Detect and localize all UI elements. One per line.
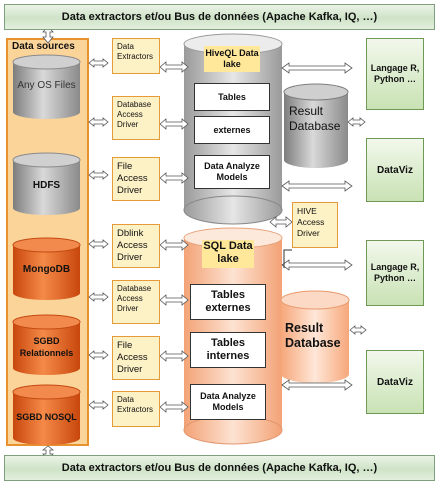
- arrow-source-4: [88, 239, 109, 249]
- arrow-driver-3: [159, 172, 189, 184]
- driver-file-access-top: File Access Driver: [112, 157, 160, 201]
- arrow-output-2: [281, 180, 353, 192]
- source-label-any-os-files: Any OS Files: [17, 80, 76, 91]
- driver-database-access-bottom: Database Access Driver: [112, 280, 160, 324]
- hive-lake-externes: externes: [194, 116, 270, 144]
- arrow-output-3: [281, 259, 353, 271]
- output-langage-r-python-top: Langage R, Python …: [366, 38, 424, 110]
- source-cylinder-mongodb: [12, 237, 81, 300]
- arrow-driver-4: [159, 239, 189, 251]
- result-database-top-label: Result Database: [289, 104, 341, 133]
- arrow-source-7: [88, 400, 109, 410]
- arrow-output-4: [281, 379, 353, 391]
- source-label-sgbd-relationnels: SGBD Relationnels: [19, 336, 74, 358]
- driver-dblink-access: Dblink Access Driver: [112, 224, 160, 268]
- result-database-top-cylinder: [283, 83, 349, 168]
- sql-lake-title: SQL Data lake: [202, 240, 254, 268]
- arrow-driver-2: [159, 118, 189, 130]
- arrow-result-2: [349, 325, 367, 335]
- arrow-driver-7: [159, 401, 189, 413]
- driver-data-extractors-top: Data Extractors: [112, 38, 160, 74]
- data-bus-top-label: Data extractors et/ou Bus de données (Ap…: [61, 11, 378, 23]
- hive-lake-tables: Tables: [194, 83, 270, 111]
- arrow-source-5: [88, 292, 109, 302]
- output-dataviz-top: DataViz: [366, 138, 424, 202]
- hive-driver-line: [283, 249, 292, 268]
- source-cylinder-hdfs: [12, 152, 81, 215]
- arrow-driver-5: [159, 294, 189, 306]
- source-label-sgbd-nosql: SGBD NOSQL: [16, 412, 77, 422]
- sql-lake-tables-externes: Tables externes: [190, 284, 266, 320]
- arrow-source-6: [88, 350, 109, 360]
- driver-hive-access: HIVE Access Driver: [292, 202, 338, 248]
- sql-lake-tables-internes: Tables internes: [190, 332, 266, 368]
- data-bus-bottom: Data extractors et/ou Bus de données (Ap…: [4, 455, 435, 481]
- data-bus-bottom-label: Data extractors et/ou Bus de données (Ap…: [61, 462, 378, 474]
- arrow-source-2: [88, 117, 109, 127]
- source-label-hdfs: HDFS: [32, 180, 61, 191]
- result-database-bottom-label: Result Database: [285, 321, 341, 350]
- arrow-result-1: [347, 117, 366, 127]
- source-label-mongodb: MongoDB: [22, 264, 71, 275]
- arrow-bus-top: [42, 25, 54, 44]
- arrow-output-1: [281, 62, 353, 74]
- driver-database-access-top: Database Access Driver: [112, 96, 160, 140]
- result-database-bottom-cylinder: [280, 290, 350, 383]
- source-cylinder-any-os-files: [12, 54, 81, 119]
- connector-arrows: [41, 25, 367, 459]
- hive-lake-data-analyze-models: Data Analyze Models: [194, 155, 270, 189]
- output-dataviz-bottom: DataViz: [366, 350, 424, 414]
- output-langage-r-python-bottom: Langage R, Python …: [366, 240, 424, 306]
- source-cylinder-sgbd-relationnels: [12, 314, 81, 375]
- arrow-driver-6: [159, 350, 189, 362]
- arrow-driver-1: [159, 61, 189, 73]
- data-bus-top: Data extractors et/ou Bus de données (Ap…: [4, 4, 435, 30]
- driver-file-access-bottom: File Access Driver: [112, 336, 160, 380]
- arrow-source-1: [88, 58, 109, 68]
- data-sources-title: Data sources: [12, 41, 75, 52]
- sql-lake-data-analyze-models: Data Analyze Models: [190, 384, 266, 420]
- driver-data-extractors-bottom: Data Extractors: [112, 391, 160, 427]
- arrow-source-3: [88, 170, 109, 180]
- source-cylinder-sgbd-nosql: [12, 384, 81, 445]
- hive-lake-title: HiveQL Data lake: [204, 46, 260, 72]
